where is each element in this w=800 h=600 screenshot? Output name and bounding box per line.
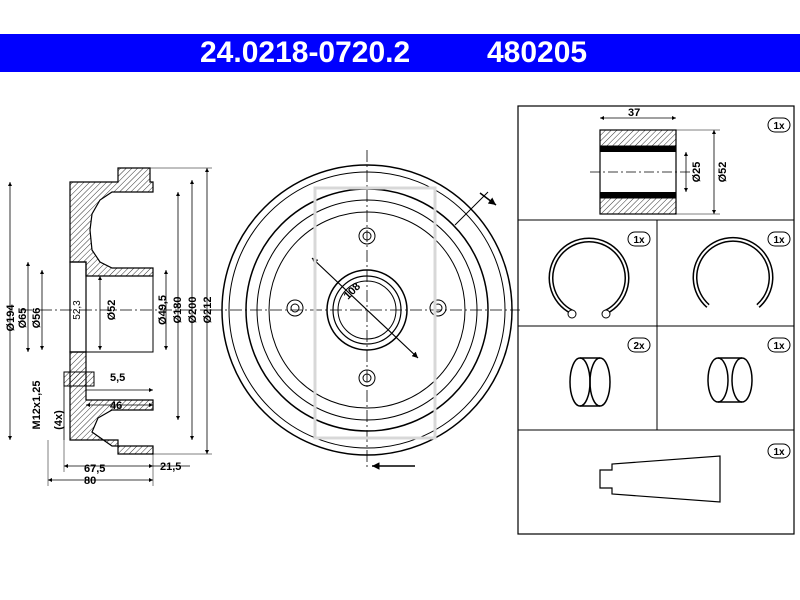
- dim-80: 80: [84, 475, 96, 487]
- svg-text:1x: 1x: [773, 341, 785, 352]
- bearing-outer-diameter: Ø52: [717, 162, 729, 183]
- qty-badge-circlip-right: 1x: [767, 231, 791, 247]
- svg-text:1x: 1x: [633, 235, 645, 246]
- title-bar: 24.0218-0720.2 480205: [0, 34, 800, 72]
- dim-d212: Ø212: [202, 297, 214, 324]
- qty-badge-circlip-left: 1x: [627, 231, 651, 247]
- cap: [599, 455, 721, 503]
- thread-label: M12x1,25: [31, 381, 43, 430]
- dim-d194: Ø194: [5, 304, 17, 332]
- dim-d180: Ø180: [172, 297, 184, 324]
- part-number: 24.0218-0720.2: [200, 36, 411, 69]
- qty-badge-ring-right: 1x: [767, 337, 791, 353]
- svg-text:1x: 1x: [773, 447, 785, 458]
- bearing-width: 37: [628, 107, 640, 119]
- dim-d56: Ø56: [31, 308, 43, 329]
- watermark: [313, 186, 437, 440]
- svg-text:2x: 2x: [633, 341, 645, 352]
- kit-contents: 37 Ø25 Ø52 1x: [517, 105, 795, 535]
- svg-text:1x: 1x: [773, 121, 785, 132]
- wheel-bearing: 37 Ø25 Ø52: [590, 107, 729, 215]
- dim-67-5: 67,5: [84, 463, 105, 475]
- bearing-inner-diameter: Ø25: [691, 162, 703, 183]
- svg-text:1x: 1x: [773, 235, 785, 246]
- thread-count: (4x): [53, 410, 65, 430]
- qty-badge-ring-left: 2x: [627, 337, 651, 353]
- dim-46: 46: [110, 400, 122, 412]
- dim-5-5: 5,5: [110, 372, 125, 384]
- ring-right: [707, 357, 753, 403]
- dim-d52: Ø52: [106, 300, 118, 321]
- drum-section-upper: [69, 167, 154, 277]
- front-view: 108: [210, 150, 520, 470]
- reference-number: 480205: [487, 36, 588, 69]
- ring-left: [569, 357, 611, 407]
- dim-d200: Ø200: [187, 297, 199, 324]
- qty-badge-cap: 1x: [767, 443, 791, 459]
- bolt-holes: [286, 227, 447, 387]
- qty-badge-bearing: 1x: [767, 117, 791, 133]
- dim-d49-5: Ø49,5: [157, 295, 169, 325]
- dim-21-5: 21,5: [160, 461, 181, 473]
- dim-d65: Ø65: [17, 308, 29, 329]
- section-view: Ø194 Ø65 Ø56 52,3 Ø52 Ø49,5 Ø180 Ø200 Ø2…: [5, 167, 215, 487]
- dim-52-3: 52,3: [72, 300, 83, 320]
